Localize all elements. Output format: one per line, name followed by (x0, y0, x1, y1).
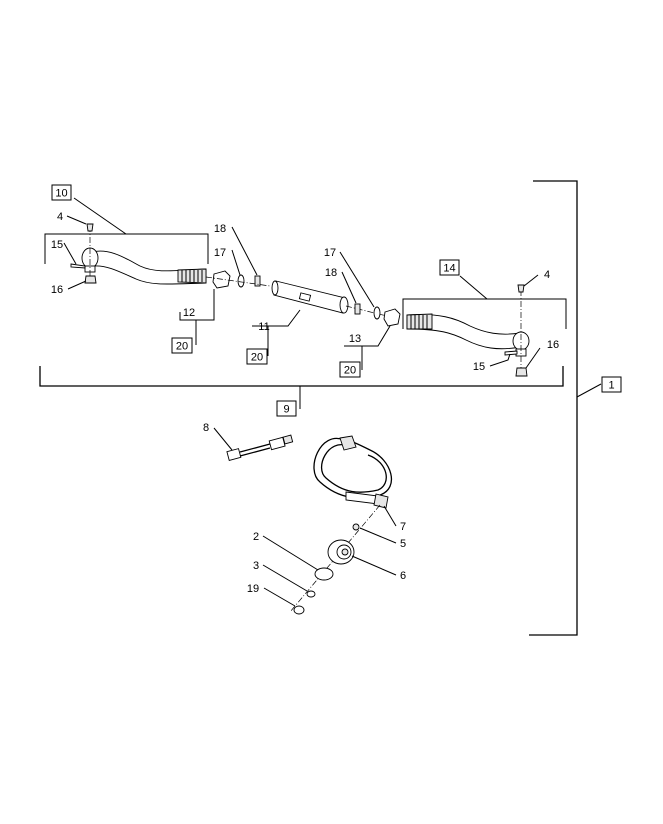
right-nut-13 (383, 308, 401, 327)
callout-7[interactable]: 7 (400, 521, 406, 533)
callout-6[interactable]: 6 (400, 570, 406, 582)
callout-20-middle[interactable]: 20 (246, 348, 268, 365)
callout-15-left[interactable]: 15 (51, 239, 63, 251)
svg-text:14: 14 (443, 263, 455, 275)
leader-3 (262, 564, 308, 592)
right-cotter-15 (504, 350, 518, 356)
assembly-14-bracket (402, 298, 567, 329)
assembly-9-bracket (39, 366, 564, 387)
callout-1[interactable]: 1 (601, 376, 622, 393)
assembly-1-bracket (529, 180, 578, 636)
callout-14[interactable]: 14 (439, 259, 460, 276)
callout-4-left[interactable]: 4 (57, 211, 63, 223)
right-tie-rod-end (406, 284, 530, 378)
leader-2 (262, 535, 319, 571)
callout-12[interactable]: 12 (183, 307, 195, 319)
leader-18a (231, 226, 258, 276)
svg-text:1: 1 (608, 380, 614, 392)
left-clamp-18 (254, 275, 261, 287)
callout-5[interactable]: 5 (400, 538, 406, 550)
leader-13 (344, 325, 391, 347)
leader-16a (67, 280, 87, 290)
leader-16b (525, 347, 541, 369)
seal-2 (314, 567, 334, 581)
right-clamp-18 (354, 303, 361, 315)
left-nut-16 (84, 275, 97, 284)
assembly-14-leader (459, 275, 488, 300)
svg-text:20: 20 (251, 352, 263, 364)
callout-3[interactable]: 3 (253, 560, 259, 572)
left-tie-rod-end (70, 223, 207, 285)
left-pin-4 (86, 223, 94, 232)
assembly-10-leader (73, 197, 127, 235)
leader-5 (359, 527, 397, 544)
callout-17-left[interactable]: 17 (214, 247, 226, 259)
assembly-1-leader (576, 383, 602, 398)
callout-13[interactable]: 13 (349, 333, 361, 345)
callout-10[interactable]: 10 (51, 184, 72, 201)
leader-19 (263, 587, 296, 607)
assembly-10-bracket (44, 233, 209, 264)
leader-7 (383, 505, 397, 527)
leader-4b (523, 274, 539, 287)
svg-text:9: 9 (283, 404, 289, 416)
callout-15-right[interactable]: 15 (473, 361, 485, 373)
right-nut-16 (515, 367, 528, 377)
callout-18-right[interactable]: 18 (325, 267, 337, 279)
svg-text:20: 20 (344, 365, 356, 377)
left-clamp-set (205, 270, 271, 289)
callout-16-left[interactable]: 16 (51, 284, 63, 296)
callout-17-right[interactable]: 17 (324, 247, 336, 259)
callout-16-right[interactable]: 16 (547, 339, 559, 351)
right-clamp-set (354, 303, 401, 327)
adjusting-tube (271, 280, 396, 319)
leader-6 (351, 555, 397, 576)
callout-4-right[interactable]: 4 (544, 269, 550, 281)
sensor-cable-8 (226, 434, 294, 461)
callout-19[interactable]: 19 (247, 583, 259, 595)
right-pin-4 (517, 284, 525, 293)
leader-8 (213, 427, 233, 451)
leader-15b (489, 353, 511, 367)
left-cotter-15 (70, 263, 86, 269)
callout-20-left[interactable]: 20 (171, 337, 193, 354)
hose-assembly-7 (313, 435, 392, 509)
nut-5 (352, 523, 360, 531)
hub-6 (327, 539, 355, 565)
svg-text:20: 20 (176, 341, 188, 353)
callout-18-left[interactable]: 18 (214, 223, 226, 235)
callout-8[interactable]: 8 (203, 422, 209, 434)
leader-15a (63, 242, 77, 265)
leader-12 (179, 289, 215, 321)
callout-2[interactable]: 2 (253, 531, 259, 543)
leader-17b (339, 251, 375, 308)
callout-20-right[interactable]: 20 (339, 361, 361, 378)
left-washer-17 (237, 274, 245, 288)
leader-11 (252, 309, 301, 327)
leader-18b (341, 271, 357, 304)
callout-9[interactable]: 9 (276, 400, 297, 417)
leader-17a (231, 249, 241, 276)
callout-11[interactable]: 11 (258, 321, 269, 333)
leader-4a (66, 215, 87, 225)
o-ring-19 (293, 605, 305, 615)
svg-text:10: 10 (55, 188, 67, 200)
ring-3 (306, 590, 316, 598)
right-washer-17 (373, 306, 381, 320)
